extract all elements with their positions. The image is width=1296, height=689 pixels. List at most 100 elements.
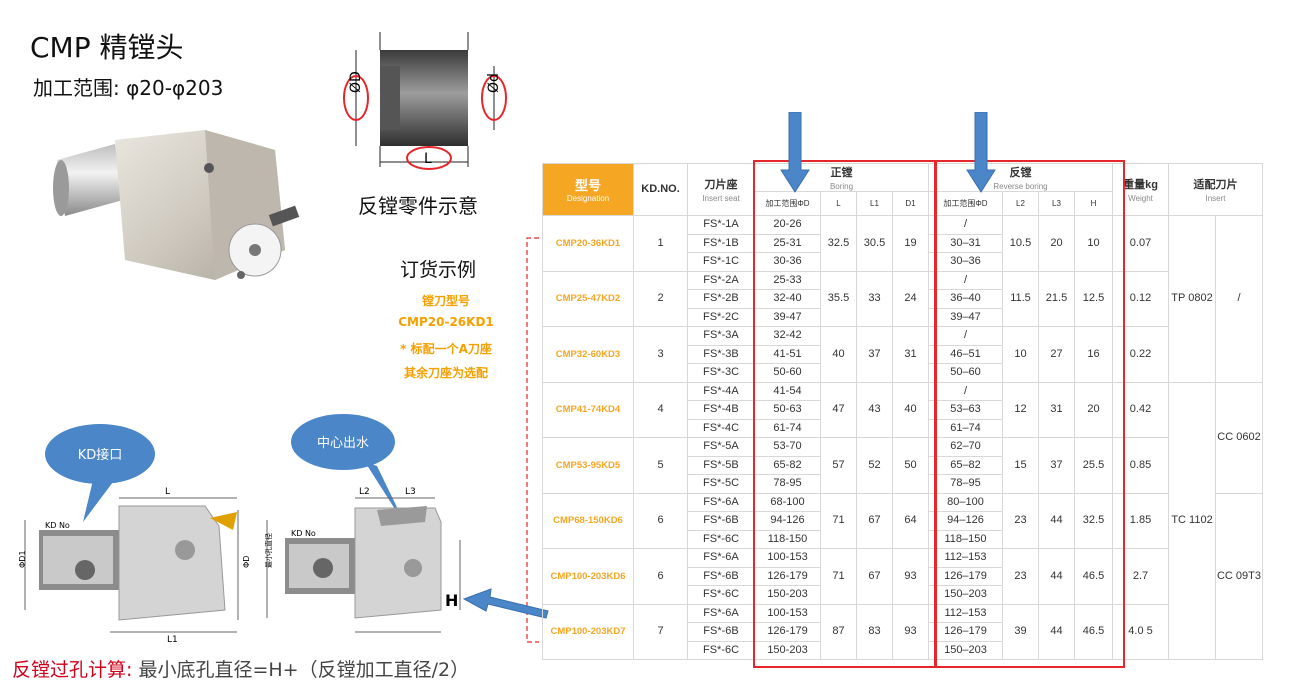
drawing-H: H [445, 591, 458, 610]
header-L1: L1 [856, 191, 893, 216]
header-insert: 适配刀片 Insert [1168, 163, 1263, 216]
L1-cell: 33 [856, 270, 893, 327]
L2-cell: 15 [1002, 437, 1039, 494]
model-cell: CMP41-74KD4 [542, 381, 634, 438]
L1-cell: 67 [856, 548, 893, 605]
insert-model-cell: / [1215, 215, 1263, 383]
H-cell: 32.5 [1074, 492, 1113, 549]
boring-range-cell: 94-126 [754, 511, 821, 531]
insert-model-cell: TC 1102 [1168, 381, 1216, 660]
weight-cell: 1.85 [1112, 492, 1169, 549]
kd-cell: 5 [633, 437, 688, 494]
header-boring: 正镗 Boring [754, 162, 929, 193]
insert-seat-cell: FS*-2C [687, 307, 755, 327]
boring-range-cell: 25-31 [754, 233, 821, 253]
insert-model-cell: CC 09T3 [1215, 492, 1263, 660]
reverse-range-cell: 118–150 [928, 529, 1003, 549]
coolant-drawing: KD No L2 L3 最小孔直径 H [264, 414, 461, 633]
kd-cell: 6 [633, 492, 688, 549]
D1-cell: 93 [892, 548, 929, 605]
L-cell: 71 [820, 492, 857, 549]
order-line-2: CMP20-26KD1 [398, 315, 494, 329]
calc-formula: 最小底孔直径=H+（反镗加工直径/2） [138, 659, 470, 681]
order-example-title: 订货示例 [400, 259, 477, 281]
insert-seat-cell: FS*-6A [687, 548, 755, 568]
boring-head-photo [53, 130, 300, 280]
L1-cell: 52 [856, 437, 893, 494]
kd-cell: 4 [633, 381, 688, 438]
boring-highlight-box [753, 160, 936, 668]
insert-seat-cell: FS*-6B [687, 566, 755, 586]
drawing-L3: L3 [405, 487, 416, 497]
reverse-range-cell: 39–47 [928, 307, 1003, 327]
kd-cell: 1 [633, 215, 688, 272]
part-D-label: ØD [348, 71, 364, 93]
D1-cell: 93 [892, 603, 929, 660]
header-designation: 型号 Designation [542, 163, 634, 216]
insert-seat-cell: FS*-6B [687, 622, 755, 642]
reverse-boring-calc: 反镗过孔计算: 最小底孔直径=H+（反镗加工直径/2） [12, 655, 469, 682]
model-cell: CMP20-36KD1 [542, 215, 634, 272]
drawing-min-hole: 最小孔直径 [264, 533, 273, 568]
insert-seat-cell: FS*-5B [687, 455, 755, 475]
boring-range-cell: 50-60 [754, 363, 821, 383]
L3-cell: 20 [1038, 215, 1075, 272]
h-pointer-arrow [462, 588, 549, 619]
kd-cell: 3 [633, 326, 688, 383]
insert-seat-cell: FS*-4C [687, 418, 755, 438]
insert-seat-cell: FS*-5C [687, 474, 755, 494]
boring-range-cell: 30-36 [754, 252, 821, 272]
insert-seat-cell: FS*-1B [687, 233, 755, 253]
insert-seat-cell: FS*-3B [687, 344, 755, 364]
kd-cell: 2 [633, 270, 688, 327]
H-cell: 20 [1074, 381, 1113, 438]
reverse-range-cell: 150–203 [928, 640, 1003, 660]
L2-cell: 11.5 [1002, 270, 1039, 327]
L3-cell: 21.5 [1038, 270, 1075, 327]
insert-seat-cell: FS*-2B [687, 289, 755, 309]
reverse-range-cell: 126–179 [928, 622, 1003, 642]
insert-seat-cell: FS*-1A [687, 215, 755, 235]
L3-cell: 27 [1038, 326, 1075, 383]
insert-seat-cell: FS*-6C [687, 529, 755, 549]
order-line-3: * 标配一个A刀座 [400, 342, 492, 356]
kd-cell: 7 [633, 603, 688, 660]
spec-table: 型号 Designation KD.NO. 刀片座 Insert seat 正镗… [542, 162, 1263, 660]
reverse-range-cell: 53–63 [928, 400, 1003, 420]
kd-interface-drawing: KD No L L1 ΦD1 ΦD [18, 424, 251, 645]
calc-label: 反镗过孔计算: [12, 659, 133, 681]
L3-cell: 44 [1038, 603, 1075, 660]
insert-seat-cell: FS*-6A [687, 492, 755, 512]
header-reverse: 反镗 Reverse boring [928, 162, 1113, 193]
L2-cell: 12 [1002, 381, 1039, 438]
insert-seat-cell: FS*-5A [687, 437, 755, 457]
bubble-coolant: 中心出水 [316, 436, 369, 451]
header-kd: KD.NO. [633, 163, 688, 216]
insert-seat-cell: FS*-3A [687, 326, 755, 346]
L-cell: 40 [820, 326, 857, 383]
boring-range-cell: 65-82 [754, 455, 821, 475]
L1-cell: 83 [856, 603, 893, 660]
weight-cell: 2.7 [1112, 548, 1169, 605]
insert-seat-cell: FS*-6C [687, 585, 755, 605]
L-cell: 47 [820, 381, 857, 438]
reverse-range-cell: 46–51 [928, 344, 1003, 364]
drawing-kd-no: KD No [45, 521, 70, 530]
insert-seat-cell: FS*-3C [687, 363, 755, 383]
boring-range-cell: 126-179 [754, 566, 821, 586]
reverse-range-cell: 80–100 [928, 492, 1003, 512]
L2-cell: 23 [1002, 492, 1039, 549]
